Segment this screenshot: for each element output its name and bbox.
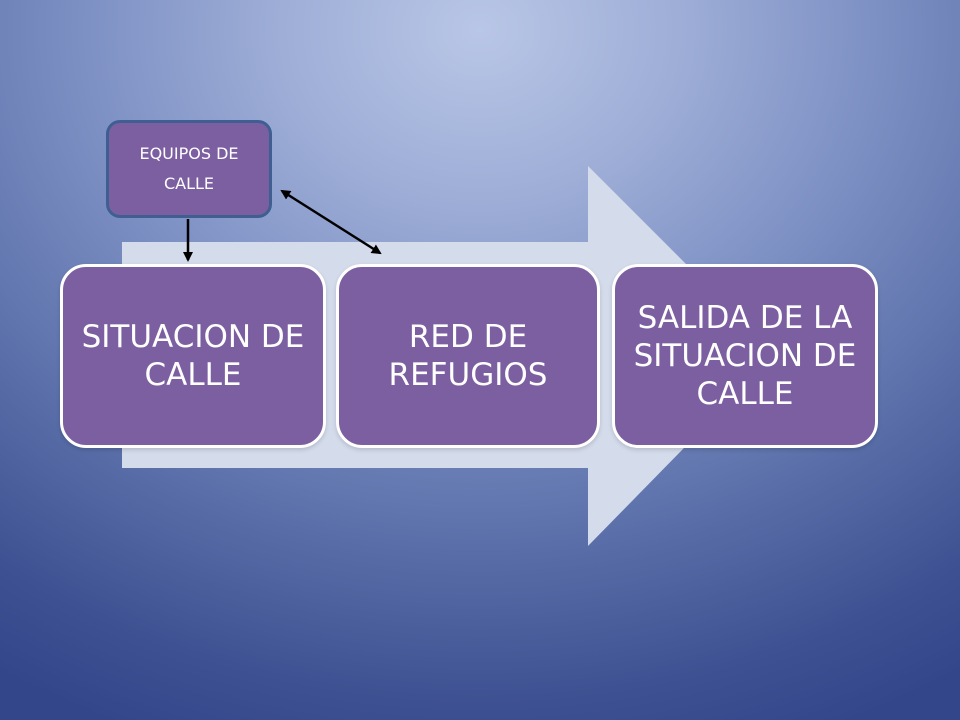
callout-equipos-de-calle: EQUIPOS DE CALLE xyxy=(106,120,272,218)
step-salida-de-la-situacion: SALIDA DE LA SITUACION DE CALLE xyxy=(612,264,878,448)
callout-label: EQUIPOS DE CALLE xyxy=(139,144,239,193)
step-label: SITUACION DE CALLE xyxy=(81,319,305,393)
step-label: SALIDA DE LA SITUACION DE CALLE xyxy=(633,300,857,412)
step-situacion-de-calle: SITUACION DE CALLE xyxy=(60,264,326,448)
step-label: RED DE REFUGIOS xyxy=(388,319,548,393)
step-red-de-refugios: RED DE REFUGIOS xyxy=(336,264,600,448)
